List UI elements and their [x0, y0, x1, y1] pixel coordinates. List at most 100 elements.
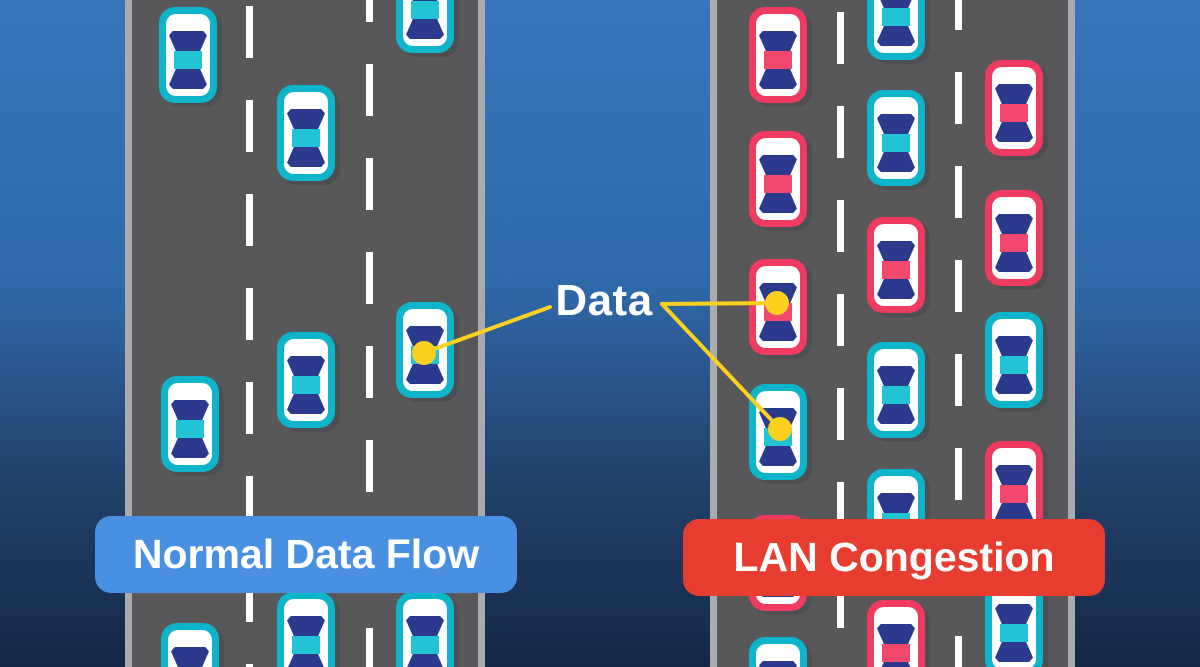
lane-divider-line	[246, 0, 253, 667]
car-roof-band	[411, 636, 439, 654]
car-cabin	[287, 109, 325, 167]
car-body	[756, 266, 800, 348]
data-packet-car-teal	[867, 90, 925, 186]
car-windshield	[877, 26, 915, 46]
car-roof-band	[1000, 356, 1028, 374]
car-windshield	[995, 84, 1033, 104]
data-packet-car-teal	[396, 302, 454, 398]
car-body	[756, 644, 800, 667]
car-body	[756, 138, 800, 220]
lane-divider-line	[837, 0, 844, 667]
car-windshield	[995, 604, 1033, 624]
data-packet-car-pink	[867, 217, 925, 313]
car-windshield	[759, 69, 797, 89]
car-roof-band	[764, 303, 792, 321]
data-packet-car-teal	[277, 332, 335, 428]
car-roof-band	[764, 175, 792, 193]
car-body	[992, 587, 1036, 667]
car-body	[166, 14, 210, 96]
car-cabin	[759, 155, 797, 213]
car-body	[756, 14, 800, 96]
car-cabin	[877, 366, 915, 424]
car-windshield	[759, 283, 797, 303]
data-packet-car-teal	[867, 342, 925, 438]
car-body	[403, 309, 447, 391]
car-windshield	[171, 438, 209, 458]
car-body	[874, 224, 918, 306]
data-packet-car-pink	[985, 60, 1043, 156]
car-cabin	[995, 214, 1033, 272]
car-windshield	[287, 109, 325, 129]
lan-congestion-badge: LAN Congestion	[683, 519, 1105, 596]
data-packet-car-pink	[749, 131, 807, 227]
car-cabin	[995, 465, 1033, 523]
car-roof-band	[292, 129, 320, 147]
car-roof-band	[1000, 104, 1028, 122]
car-windshield	[287, 394, 325, 414]
car-roof-band	[882, 261, 910, 279]
car-windshield	[995, 252, 1033, 272]
car-cabin	[759, 31, 797, 89]
car-windshield	[759, 193, 797, 213]
car-roof-band	[292, 636, 320, 654]
car-body	[284, 339, 328, 421]
car-roof-band	[882, 8, 910, 26]
car-roof-band	[1000, 624, 1028, 642]
car-windshield	[171, 647, 209, 667]
car-windshield	[759, 408, 797, 428]
car-cabin	[995, 336, 1033, 394]
car-body	[284, 599, 328, 667]
car-roof-band	[292, 376, 320, 394]
data-packet-car-teal	[985, 312, 1043, 408]
car-windshield	[995, 642, 1033, 662]
car-cabin	[171, 647, 209, 667]
car-windshield	[406, 616, 444, 636]
car-windshield	[995, 374, 1033, 394]
data-packet-car-pink	[867, 600, 925, 667]
car-windshield	[287, 356, 325, 376]
data-packet-car-teal	[396, 592, 454, 667]
car-cabin	[406, 616, 444, 667]
car-cabin	[877, 241, 915, 299]
data-packet-car-teal	[277, 592, 335, 667]
car-cabin	[995, 604, 1033, 662]
car-roof-band	[882, 134, 910, 152]
car-body	[756, 391, 800, 473]
car-body	[403, 599, 447, 667]
car-windshield	[406, 19, 444, 39]
car-windshield	[877, 493, 915, 513]
car-windshield	[169, 31, 207, 51]
car-windshield	[877, 404, 915, 424]
car-body	[874, 349, 918, 431]
data-packet-car-teal	[159, 7, 217, 103]
data-packet-car-teal	[867, 0, 925, 60]
car-cabin	[169, 31, 207, 89]
car-cabin	[759, 661, 797, 667]
car-cabin	[877, 624, 915, 667]
car-body	[874, 607, 918, 667]
car-windshield	[406, 654, 444, 667]
lane-divider-line	[955, 0, 962, 667]
car-windshield	[877, 152, 915, 172]
car-roof-band	[1000, 485, 1028, 503]
car-windshield	[406, 326, 444, 346]
car-body	[168, 630, 212, 667]
car-windshield	[759, 31, 797, 51]
data-packet-car-pink	[749, 7, 807, 103]
data-packet-car-teal	[161, 623, 219, 667]
car-body	[874, 97, 918, 179]
car-roof-band	[411, 346, 439, 364]
car-body	[284, 92, 328, 174]
car-windshield	[171, 400, 209, 420]
data-packet-car-pink	[749, 259, 807, 355]
car-windshield	[995, 465, 1033, 485]
lane-divider-line	[366, 0, 373, 667]
car-body	[168, 383, 212, 465]
data-packet-car-teal	[161, 376, 219, 472]
car-windshield	[877, 0, 915, 8]
data-packet-car-teal	[749, 637, 807, 667]
car-windshield	[287, 654, 325, 667]
car-windshield	[169, 69, 207, 89]
car-cabin	[171, 400, 209, 458]
car-windshield	[759, 321, 797, 341]
